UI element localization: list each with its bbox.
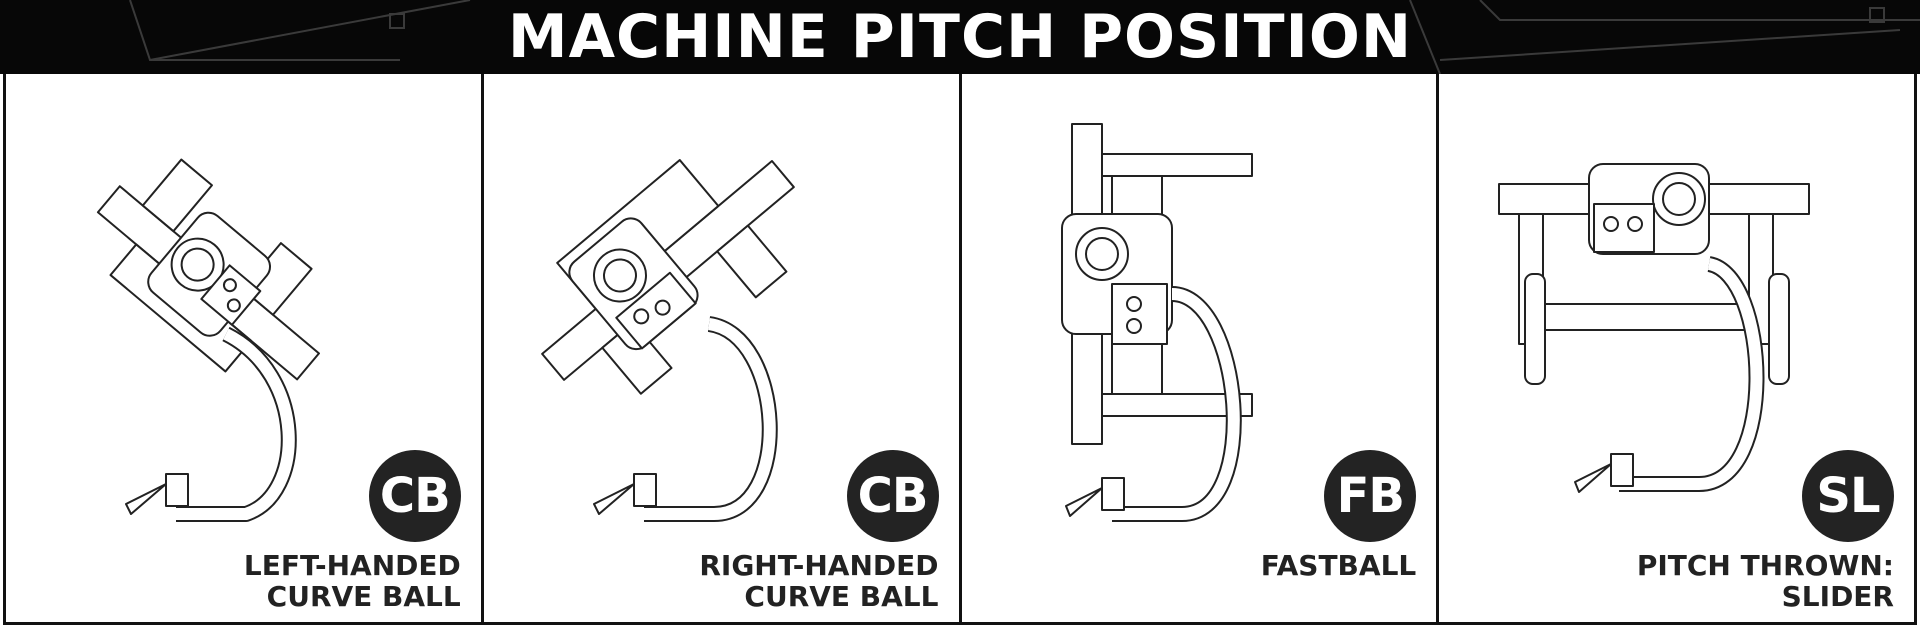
caption-line: SLIDER — [1781, 580, 1894, 613]
pitch-badge: SL — [1802, 450, 1894, 542]
machine-tilted-left-illustration — [96, 158, 320, 522]
header-bar: MACHINE PITCH POSITION — [0, 0, 1920, 74]
pitch-badge: FB — [1324, 450, 1417, 542]
machine-horizontal-illustration — [1498, 163, 1811, 493]
panel-slider: SL PITCH THROWN: SLIDER — [1439, 74, 1914, 622]
header-background-lines — [129, 0, 1920, 74]
pitch-badge: CB — [368, 450, 461, 542]
panel-row: CB LEFT-HANDED CURVE BALL — [3, 74, 1917, 625]
caption-line: CURVE BALL — [744, 580, 939, 613]
caption-line: PITCH THROWN: — [1636, 549, 1894, 582]
panel-left-handed-curve-ball: CB LEFT-HANDED CURVE BALL — [6, 74, 484, 622]
caption-line: CURVE BALL — [266, 580, 461, 613]
machine-upright-illustration — [1060, 123, 1253, 522]
caption-line: RIGHT-HANDED — [699, 549, 939, 582]
machine-tilted-right-illustration — [540, 159, 795, 522]
caption-line: LEFT-HANDED — [243, 549, 461, 582]
panel-fastball: FB FASTBALL — [962, 74, 1440, 622]
pitch-caption: FASTBALL — [1261, 550, 1417, 581]
pitch-caption: RIGHT-HANDED CURVE BALL — [699, 550, 938, 612]
caption-line: FASTBALL — [1260, 549, 1417, 582]
pitch-badge: CB — [846, 450, 939, 542]
page-title: MACHINE PITCH POSITION — [507, 2, 1413, 72]
pitch-caption: PITCH THROWN: SLIDER — [1637, 550, 1894, 612]
pitch-caption: LEFT-HANDED CURVE BALL — [244, 550, 461, 612]
panel-right-handed-curve-ball: CB RIGHT-HANDED CURVE BALL — [484, 74, 962, 622]
